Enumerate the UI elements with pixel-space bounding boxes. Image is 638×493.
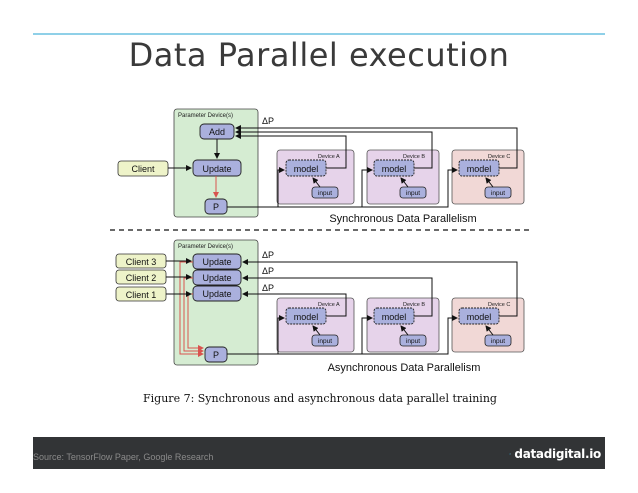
async-update-label-1: Update (202, 289, 231, 299)
async-client-2-label: Client 2 (126, 273, 157, 283)
async-parameter-device-label: Parameter Device(s) (178, 244, 233, 250)
async-device-b-model-label: model (382, 312, 407, 322)
sync-delta-line-c (235, 125, 518, 169)
async-device-a-input (311, 334, 339, 347)
sync-parameter-device-label: Parameter Device(s) (178, 113, 233, 119)
async-device-a-input-label: input (318, 338, 332, 345)
async-device-c-input-label: input (491, 338, 505, 345)
sync-device-c-input (484, 186, 512, 199)
sync-device-a-input-arrow (312, 177, 321, 188)
async-caption: Asynchronous Data Parallelism (328, 362, 481, 374)
async-delta-line-a (242, 291, 347, 317)
async-client-1-label: Client 1 (126, 290, 157, 300)
brand-logo: datadigital.io (509, 441, 601, 467)
source-note: Source: TensorFlow Paper, Google Researc… (33, 452, 214, 462)
figure-caption: Figure 7: Synchronous and asynchronous d… (143, 392, 497, 405)
brand-name: datadigital.io (514, 447, 601, 461)
footer-bar (33, 437, 605, 469)
sync-device-b-input-label: input (406, 190, 420, 197)
sync-caption: Synchronous Data Parallelism (329, 213, 476, 225)
datadigital-logo-icon (509, 453, 512, 455)
async-delta-label-2: ΔP (262, 266, 274, 276)
sync-p-line-c (362, 167, 458, 208)
async-delta-label-3: ΔP (262, 250, 274, 260)
sync-client-label: Client (131, 164, 155, 174)
async-update-label-3: Update (202, 257, 231, 267)
async-device-b-input-label: input (406, 338, 420, 345)
async-p-line-a (227, 315, 285, 355)
async-device-c-input (484, 334, 512, 347)
async-device-c-input-arrow (485, 325, 494, 336)
sync-device-b-input-arrow (400, 177, 409, 188)
async-device-b-label: Device B (403, 302, 425, 308)
async-delta-label-1: ΔP (262, 283, 274, 293)
sync-device-b-input (399, 186, 427, 199)
sync-p-line-b (278, 167, 373, 208)
async-client-3-label: Client 3 (126, 257, 157, 267)
sync-delta-label: ΔP (262, 116, 274, 126)
async-p-line-c (362, 315, 458, 355)
slide-title: Data Parallel execution (128, 36, 510, 74)
async-device-c-label: Device C (488, 302, 510, 308)
sync-device-c-input-label: input (491, 190, 505, 197)
async-delta-line-b (242, 275, 433, 317)
sync-delta-line-b (235, 129, 433, 169)
sync-p-label: P (213, 202, 219, 212)
sync-delta-line-a (235, 133, 347, 169)
sync-device-c-input-arrow (485, 177, 494, 188)
async-p-line-b (278, 315, 373, 355)
sync-p-line-a (227, 167, 285, 208)
async-device-b-input-arrow (400, 325, 409, 336)
sync-update-node (192, 159, 242, 177)
sync-device-b-label: Device B (403, 154, 425, 160)
async-delta-line-c (242, 259, 518, 317)
top-rule (33, 33, 605, 35)
sync-device-c-model-label: model (467, 164, 492, 174)
async-device-c-model-label: model (467, 312, 492, 322)
sync-update-label: Update (202, 164, 231, 174)
async-device-a-model-label: model (294, 312, 319, 322)
sync-device-a-input (311, 186, 339, 199)
sync-add-label: Add (209, 127, 225, 137)
async-device-b-input (399, 334, 427, 347)
sync-device-c-label: Device C (488, 154, 510, 160)
sync-device-b-model-label: model (382, 164, 407, 174)
async-p-label: P (213, 350, 219, 360)
async-update-label-2: Update (202, 273, 231, 283)
sync-device-a-input-label: input (318, 190, 332, 197)
sync-device-a-label: Device A (318, 154, 340, 160)
sync-device-a-model-label: model (294, 164, 319, 174)
async-device-a-input-arrow (312, 325, 321, 336)
async-device-a-label: Device A (318, 302, 340, 308)
